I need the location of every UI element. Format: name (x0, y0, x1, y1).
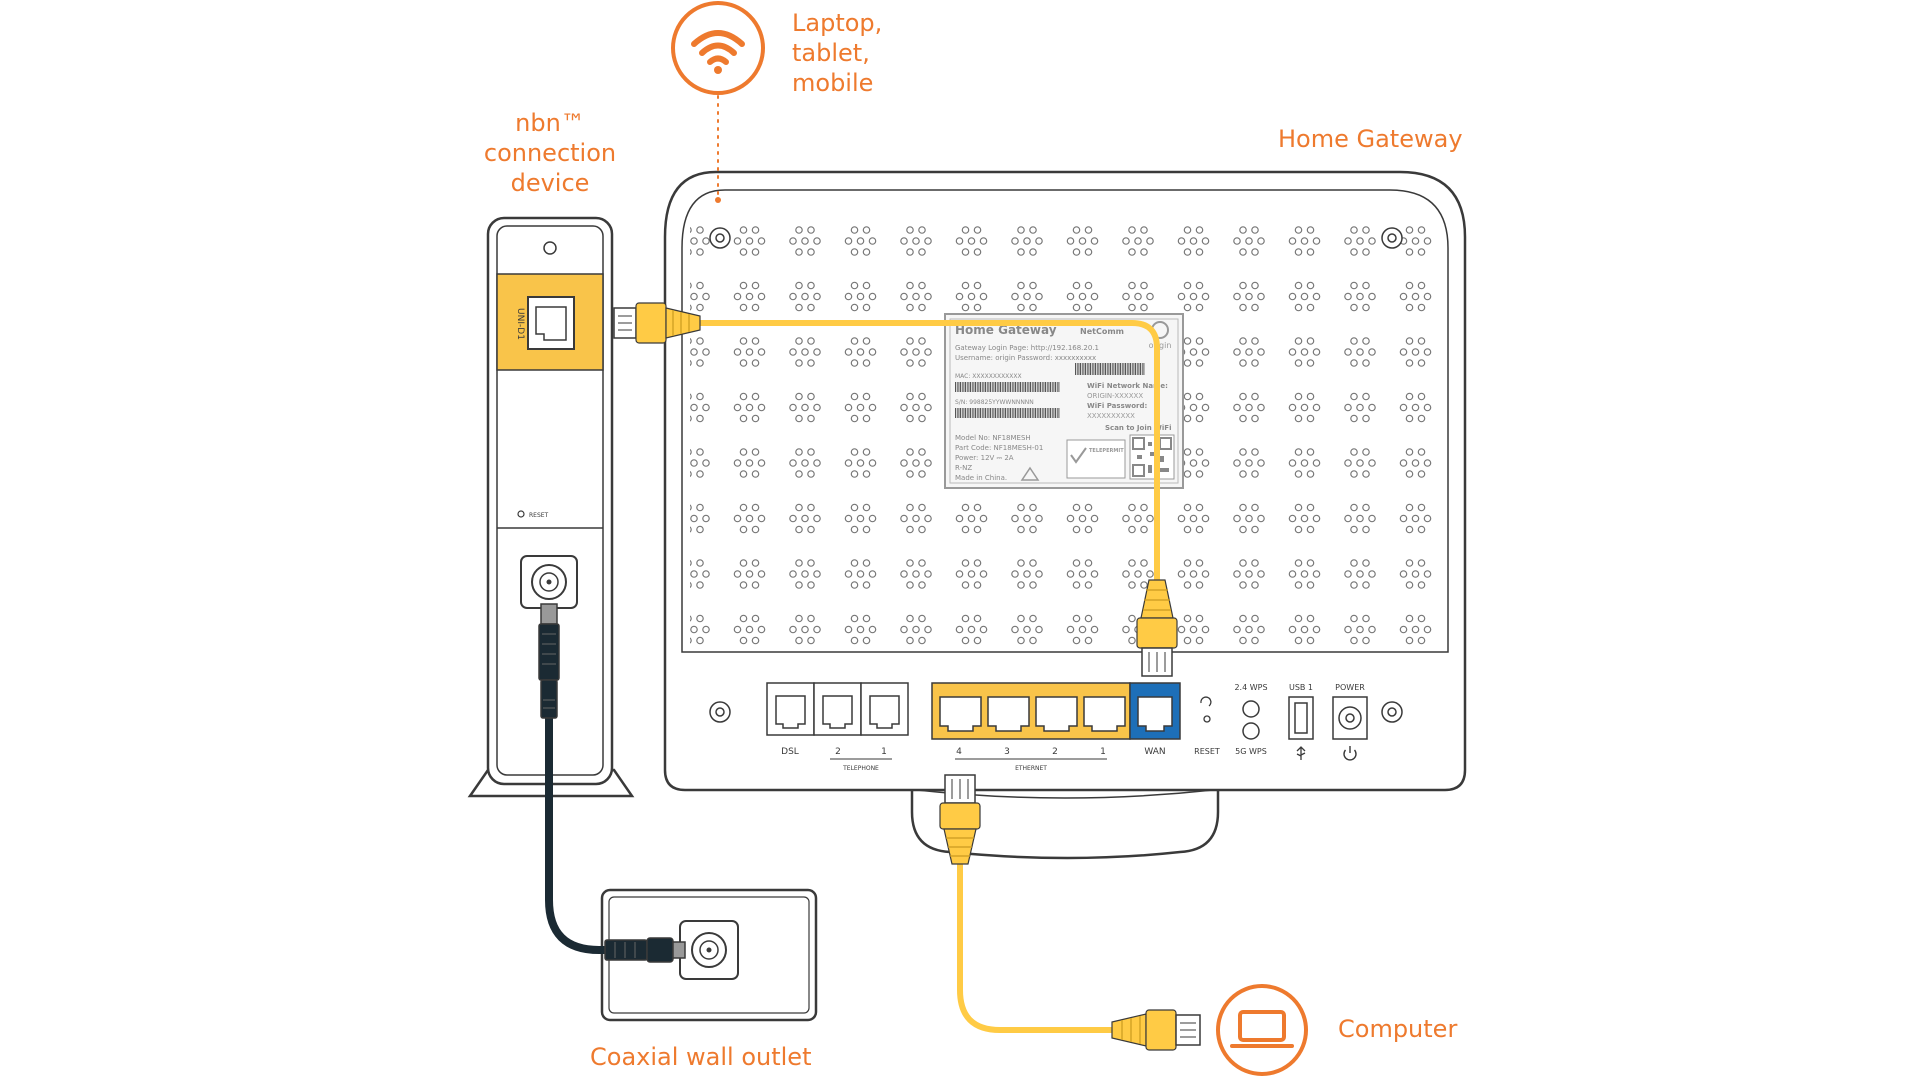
ethernet-cable-to-computer (939, 774, 1201, 1051)
ethernet-number-1: 1 (1100, 747, 1106, 757)
home-gateway-label: Home Gateway (1278, 125, 1463, 153)
ethernet-port-3 (987, 696, 1030, 732)
wps5-label: 5G WPS (1235, 747, 1267, 756)
sticker-wifi-name-label: WiFi Network Name: (1087, 382, 1168, 390)
sticker-sn: S/N: 998825YYWWNNNNN (955, 399, 1034, 406)
dsl-port (766, 682, 815, 736)
usb-port (1288, 696, 1314, 740)
telephone-port-1 (860, 682, 909, 736)
wifi-icon (671, 1, 765, 95)
nbn-device-label: nbn™ connection device (483, 109, 617, 197)
ethernet-port-2 (1035, 696, 1078, 732)
sticker-mac: MAC: XXXXXXXXXXXX (955, 373, 1022, 380)
sticker-login: Gateway Login Page: http://192.168.20.1 (955, 344, 1099, 352)
sticker-model: Model No: NF18MESH (955, 434, 1031, 442)
wps24-label: 2.4 WPS (1234, 683, 1267, 692)
nbn-connection-device: UNI-D1 RESET (467, 216, 635, 798)
coaxial-wall-outlet (600, 888, 818, 1022)
power-socket (1332, 696, 1368, 740)
nbn-screw (543, 241, 557, 255)
power-label: POWER (1335, 683, 1365, 692)
coaxial-wall-outlet-label: Coaxial wall outlet (590, 1043, 812, 1071)
wan-label: WAN (1144, 747, 1165, 757)
sticker-wifi-pass-label: WiFi Password: (1087, 402, 1147, 410)
uni-d1-label: UNI-D1 (515, 308, 525, 340)
gateway-screw-top-right (1381, 227, 1403, 249)
sticker-made: Made in China. (955, 474, 1007, 482)
home-gateway: Home Gateway NetComm origin Gateway Logi… (663, 170, 1467, 860)
reset-arrow-icon (1200, 696, 1212, 707)
power-symbol-icon (1343, 746, 1357, 761)
sticker-wifi-pass-value: XXXXXXXXXX (1087, 412, 1135, 420)
wps5-button (1242, 722, 1260, 740)
rcm-mark-icon (1020, 466, 1040, 481)
uni-d1-port (527, 296, 575, 350)
gateway-screw-top-left (709, 227, 731, 249)
ethernet-label: ETHERNET (1015, 765, 1047, 772)
computer-label: Computer (1338, 1015, 1458, 1043)
sticker-wifi-name-value: ORIGIN-XXXXXX (1087, 392, 1143, 400)
ethernet-port-1 (1083, 696, 1126, 732)
sticker-user: Username: origin Password: xxxxxxxxxx (955, 354, 1096, 362)
gateway-reset-hole (1203, 715, 1211, 723)
telepermit-check-icon (1070, 447, 1087, 464)
ethernet-cable-nbn-to-wan (613, 302, 1178, 677)
wifi-devices-label: Laptop, tablet, mobile (792, 9, 883, 97)
dsl-label: DSL (781, 747, 799, 757)
ethernet-number-2: 2 (1052, 747, 1058, 757)
ethernet-number-3: 3 (1004, 747, 1010, 757)
usb-label: USB 1 (1289, 683, 1313, 692)
nbn-reset-label: RESET (529, 512, 549, 519)
sticker-part: Part Code: NF18MESH-01 (955, 444, 1043, 452)
gateway-reset-label: RESET (1194, 747, 1220, 756)
nbn-reset-hole (517, 510, 525, 518)
sticker-scan-label: Scan to Join WiFi (1105, 424, 1171, 432)
telephone-label: TELEPHONE (842, 765, 879, 772)
sticker-telepermit: TELEPERMIT (1089, 448, 1124, 454)
gateway-screw-bottom-right (1381, 701, 1403, 723)
telephone-port-2 (813, 682, 862, 736)
usb-symbol-icon (1296, 746, 1306, 760)
telephone-number-2: 2 (835, 747, 841, 757)
gateway-screw-bottom-left (709, 701, 731, 723)
sticker-title: Home Gateway (955, 323, 1057, 337)
ethernet-port-4 (939, 696, 982, 732)
sticker-origin: origin (1149, 341, 1172, 350)
telephone-number-1: 1 (881, 747, 887, 757)
coaxial-cable (538, 603, 686, 963)
wifi-qr-code-icon (1129, 434, 1175, 480)
telepermit-badge (1066, 439, 1126, 479)
sticker-rnz: R-NZ (955, 464, 972, 472)
sticker-power: Power: 12V ⎓ 2A (955, 454, 1014, 462)
gateway-stand (910, 770, 1220, 860)
gateway-product-sticker: Home Gateway NetComm origin Gateway Logi… (944, 313, 1184, 489)
wps24-button (1242, 700, 1260, 718)
ethernet-number-4: 4 (956, 747, 962, 757)
sticker-brand: NetComm (1080, 327, 1124, 336)
gateway-port-panel: DSL 2 1 TELEPHONE 4 3 (766, 682, 1368, 772)
computer-icon (1216, 984, 1308, 1076)
